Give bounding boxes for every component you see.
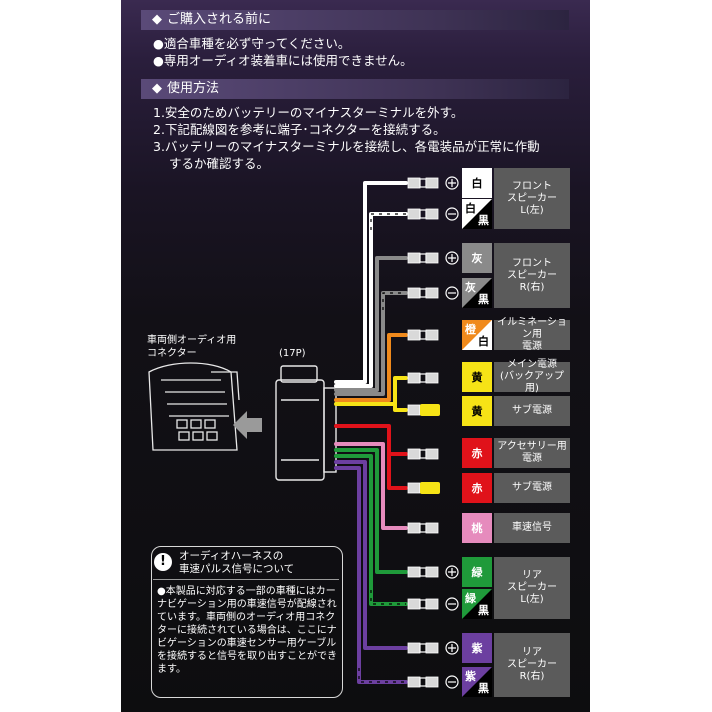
sub-power-box: サブ電源 [494, 473, 570, 503]
wire-color-label: 紫 [462, 633, 492, 663]
step-text: 2.下記配線図を参考に端子･コネクターを接続する。 [153, 122, 446, 137]
wire-color-label: 灰 [462, 243, 492, 273]
wiring-diagram [148, 176, 459, 689]
section-title: ご購入される前に [167, 12, 272, 27]
diamond-icon: ◆ [152, 81, 162, 96]
bullet-text: ●専用オーディオ装着車には使用できません。 [153, 53, 413, 68]
wire-color-label: 緑 [462, 557, 492, 587]
note-body: ●本製品に対応する一部の車種にはカーナビゲーション用の車速信号が配線されています… [157, 586, 337, 675]
wire-color-label-striped: 紫黒 [462, 667, 492, 697]
wires [334, 181, 408, 684]
terminals [407, 177, 439, 688]
note-box [151, 546, 343, 698]
wire-color-label: 黄 [462, 362, 492, 392]
wire-color-label-striped: 灰黒 [462, 278, 492, 308]
harness-connector-drawing [275, 365, 337, 481]
instruction-panel: ◆ ご購入される前に ●適合車種を必ず守ってください。 ●専用オーディオ装着車には… [121, 0, 590, 712]
bullet-text: ●適合車種を必ず守ってください。 [153, 36, 351, 51]
connect-arrow-icon [233, 411, 262, 439]
wire-color-label: 白 [462, 168, 492, 198]
right-margin [590, 0, 712, 712]
wire-color-label-striped: 緑黒 [462, 589, 492, 619]
step-text: 3.バッテリーのマイナスターミナルを接続し、各電装品が正常に作動 [153, 139, 540, 154]
note-title: オーディオハーネスの車速パルス信号について [179, 550, 295, 575]
accessory-power-box: アクセサリー用電源 [494, 438, 570, 468]
main-power-box: メイン電源(バックアップ用) [494, 359, 570, 394]
pin-count: (17P) [279, 348, 306, 359]
exclamation-icon: ! [154, 553, 172, 571]
vehicle-connector-drawing [148, 362, 240, 451]
sub-power-box: サブ電源 [494, 396, 570, 426]
section-header-usage: ◆ 使用方法 [141, 79, 569, 99]
wire-color-label-striped: 白黒 [462, 199, 492, 229]
speed-signal-box: 車速信号 [494, 513, 570, 543]
wire-color-label: 黄 [462, 396, 492, 426]
step-text: するか確認する。 [169, 156, 270, 171]
wire-color-label-striped: 橙白 [462, 320, 492, 350]
divider [153, 579, 339, 580]
polarity-icons [445, 176, 459, 689]
illumination-power-box: イルミネーション用電源 [494, 317, 570, 352]
wire-color-label: 桃 [462, 513, 492, 543]
section-title: 使用方法 [167, 81, 220, 96]
step-text: 1.安全のためバッテリーのマイナスターミナルを外す。 [153, 105, 464, 120]
vehicle-connector-caption: 車両側オーディオ用 コネクター [147, 335, 237, 359]
section-header-before-purchase: ◆ ご購入される前に [141, 10, 569, 30]
wire-color-label: 赤 [462, 438, 492, 468]
diamond-icon: ◆ [152, 12, 162, 27]
wire-color-label: 赤 [462, 473, 492, 503]
